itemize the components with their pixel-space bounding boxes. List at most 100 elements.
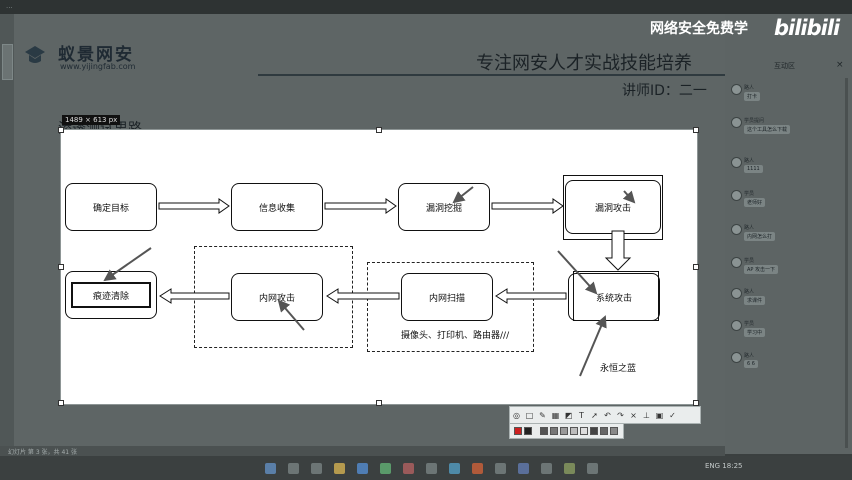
pen-icon[interactable]: ✎	[539, 410, 546, 420]
avatar	[731, 288, 742, 299]
app-icon[interactable]	[564, 463, 575, 474]
color-size-palette	[509, 423, 624, 439]
resize-handle[interactable]	[376, 127, 382, 133]
flow-step-label: 漏洞攻击	[594, 203, 631, 214]
slide-counter: 幻灯片 第 3 张，共 41 张	[8, 449, 77, 456]
resize-handle[interactable]	[693, 127, 699, 133]
flow-step-confirm-target: 确定目标	[65, 183, 157, 231]
app-icon[interactable]	[587, 463, 598, 474]
color-swatch[interactable]	[570, 427, 578, 435]
undo-icon[interactable]: ↶	[604, 410, 611, 420]
chat-user: 学员	[744, 191, 755, 197]
folder-icon[interactable]	[334, 463, 345, 474]
avatar	[731, 157, 742, 168]
bilibili-logo: bilibili	[774, 16, 840, 40]
save-icon[interactable]: ▣	[655, 410, 664, 420]
logo-icon	[25, 46, 45, 63]
avatar	[731, 257, 742, 268]
powerpoint-icon[interactable]	[472, 463, 483, 474]
text-icon[interactable]: T	[579, 410, 584, 420]
resize-handle[interactable]	[693, 264, 699, 270]
color-swatch[interactable]	[524, 427, 532, 435]
redo-icon[interactable]: ↷	[617, 410, 624, 420]
task-view-icon[interactable]	[311, 463, 322, 474]
color-swatch[interactable]	[540, 427, 548, 435]
internal-scan-group	[367, 262, 534, 352]
color-swatch[interactable]	[550, 427, 558, 435]
annotation-arrow	[103, 247, 152, 282]
search-icon[interactable]	[288, 463, 299, 474]
window-title: ...	[6, 2, 13, 10]
chat-text: 求课件	[744, 296, 766, 305]
close-icon[interactable]: ×	[630, 410, 637, 420]
flow-connectors	[103, 186, 636, 377]
annotation-arrow	[622, 190, 636, 204]
color-swatch[interactable]	[590, 427, 598, 435]
app-icon[interactable]	[449, 463, 460, 474]
annotation-arrow	[557, 250, 598, 295]
slide-slogan: 专注网安人才实战技能培养	[476, 53, 692, 74]
logo-url: www.yijingfab.com	[60, 62, 136, 71]
chat-panel-title: 互动区	[774, 62, 795, 70]
select-icon[interactable]: ◎	[513, 410, 520, 420]
flow-arrow	[495, 288, 567, 304]
browser-icon[interactable]	[357, 463, 368, 474]
flow-arrow	[491, 198, 564, 214]
slide-thumbnail-strip[interactable]	[0, 14, 14, 454]
status-bar: 幻灯片 第 3 张，共 41 张	[0, 446, 725, 456]
color-swatch[interactable]	[514, 427, 522, 435]
annotation-arrow	[452, 186, 474, 204]
color-swatch[interactable]	[610, 427, 618, 435]
app-icon[interactable]	[495, 463, 506, 474]
thumbnail-tab[interactable]	[2, 44, 13, 80]
color-swatch[interactable]	[580, 427, 588, 435]
chat-scrollbar[interactable]	[845, 78, 848, 448]
mosaic-icon[interactable]: ▦	[551, 410, 560, 420]
flow-step-label: 漏洞挖掘	[425, 203, 462, 214]
chat-user: 路人	[744, 225, 755, 231]
rect-icon[interactable]: □	[525, 410, 534, 420]
app-icon[interactable]	[380, 463, 391, 474]
chat-close-icon[interactable]: ×	[836, 60, 844, 70]
chat-text: 打卡	[744, 92, 761, 101]
chat-user: 学员	[744, 321, 755, 327]
chat-user: 学员提问	[744, 118, 765, 124]
color-swatch[interactable]	[560, 427, 568, 435]
brand-text: 网络安全免费学	[650, 21, 748, 37]
eternalblue-note: 永恒之蓝	[600, 364, 637, 374]
start-icon[interactable]	[265, 463, 276, 474]
avatar	[731, 224, 742, 235]
eraser-icon[interactable]: ◩	[564, 410, 573, 420]
flow-step-internal-scan: 内网扫描	[401, 273, 493, 321]
resize-handle[interactable]	[58, 400, 64, 406]
flow-step-label: 系统攻击	[595, 293, 632, 304]
flow-arrow	[326, 288, 400, 304]
color-swatch[interactable]	[600, 427, 608, 435]
flow-step-label: 内网攻击	[258, 293, 295, 304]
selection-size-badge: 1489 × 613 px	[62, 115, 121, 125]
pin-icon[interactable]: ⊥	[643, 410, 650, 420]
annotation-arrow	[579, 315, 607, 377]
app-icon[interactable]	[403, 463, 414, 474]
avatar	[731, 190, 742, 201]
chat-user: 路人	[744, 85, 755, 91]
arrow-icon[interactable]: ➚	[591, 410, 598, 420]
app-icon[interactable]	[518, 463, 529, 474]
flow-arrow	[159, 288, 230, 304]
app-icon[interactable]	[426, 463, 437, 474]
flow-step-label: 信息收集	[258, 203, 295, 214]
app-icon[interactable]	[541, 463, 552, 474]
resize-handle[interactable]	[58, 264, 64, 270]
system-tray[interactable]: ENG 18:25	[705, 462, 743, 470]
chat-text: 6 6	[744, 360, 758, 368]
resize-handle[interactable]	[693, 400, 699, 406]
chat-user: 路人	[744, 353, 755, 359]
flow-step-label: 确定目标	[92, 203, 129, 214]
copy-icon[interactable]: ✓	[669, 410, 676, 420]
resize-handle[interactable]	[376, 400, 382, 406]
flow-arrow	[158, 198, 230, 214]
highlight-rect	[573, 271, 659, 321]
resize-handle[interactable]	[58, 127, 64, 133]
screenshot-selection[interactable]: 确定目标 信息收集 漏洞挖掘 漏洞攻击 痕迹清除 内网攻击 内网扫描 系统攻击 …	[58, 127, 699, 406]
flow-step-vuln-mining: 漏洞挖掘	[398, 183, 490, 231]
